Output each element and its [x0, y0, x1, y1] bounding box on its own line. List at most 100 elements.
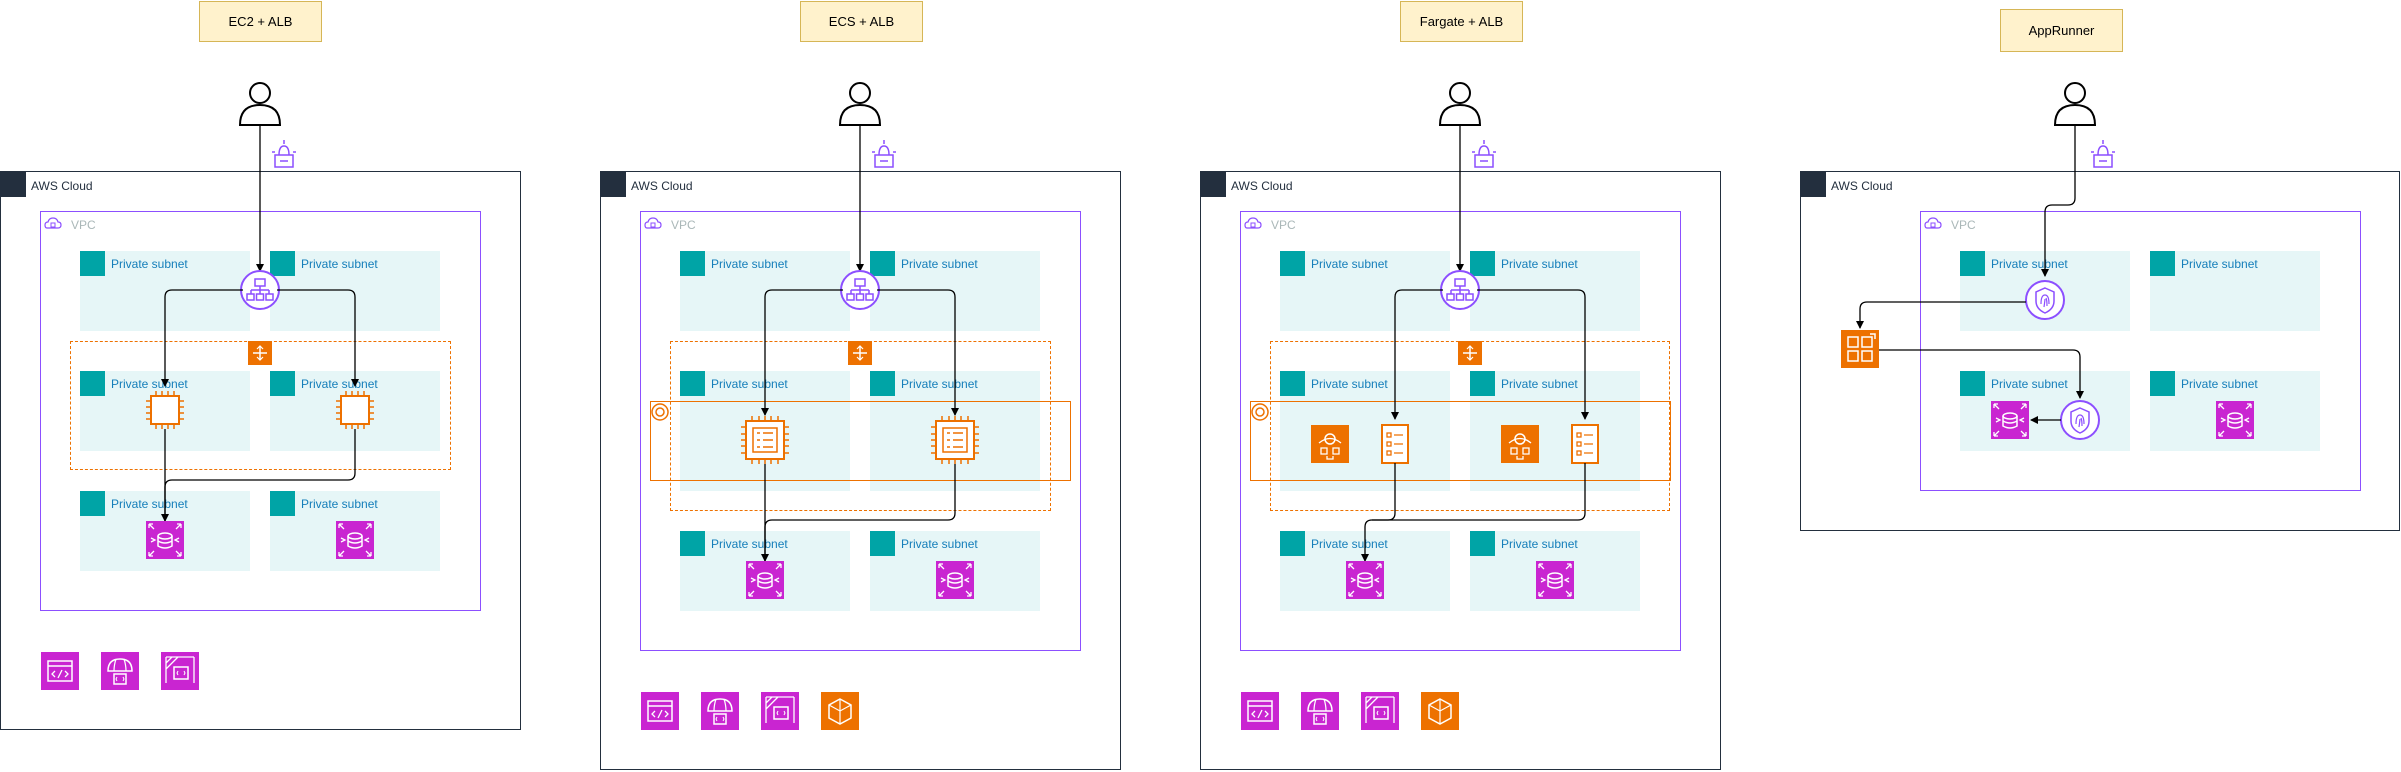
lock-icon [80, 251, 105, 276]
cloudfront-icon [700, 691, 740, 731]
lock-icon [270, 371, 295, 396]
user-icon [239, 82, 281, 126]
api-gateway-icon [40, 651, 80, 691]
vpc-endpoint-icon [2025, 280, 2065, 320]
auto-scaling-icon [1457, 340, 1483, 366]
ecr-icon [1420, 691, 1460, 731]
subnet-label: Private subnet [301, 497, 378, 511]
ecs-instance-icon [930, 415, 980, 465]
aws-cloud-icon [1201, 172, 1226, 197]
ecs-cluster-icon [1251, 403, 1269, 421]
cloud-label: AWS Cloud [1231, 179, 1293, 193]
lock-icon [680, 251, 705, 276]
auto-scaling-icon [847, 340, 873, 366]
lock-icon [1470, 531, 1495, 556]
cloud-label: AWS Cloud [631, 179, 693, 193]
subnet-label: Private subnet [901, 257, 978, 271]
load-balancer-icon [240, 270, 280, 310]
load-balancer-icon [1440, 270, 1480, 310]
ec2-instance-icon [145, 390, 185, 430]
rds-icon [935, 560, 975, 600]
subnet-label: Private subnet [1311, 537, 1388, 551]
fargate-icon [1310, 424, 1350, 464]
lock-icon [1280, 531, 1305, 556]
lock-icon [1470, 371, 1495, 396]
cloud-label: AWS Cloud [1831, 179, 1893, 193]
rds-icon [1535, 560, 1575, 600]
vpc-label: VPC [671, 218, 696, 232]
user-icon [2054, 82, 2096, 126]
api-gateway-icon [1240, 691, 1280, 731]
vpc-label: VPC [71, 218, 96, 232]
rds-icon [1990, 400, 2030, 440]
lock-icon [2150, 371, 2175, 396]
subnet-label: Private subnet [1311, 257, 1388, 271]
aws-cloud-icon [1, 172, 26, 197]
internet-gateway-icon [271, 139, 297, 168]
task-icon [1381, 424, 1409, 464]
rds-icon [1345, 560, 1385, 600]
api-gateway-icon [640, 691, 680, 731]
lock-icon [870, 531, 895, 556]
cloud-label: AWS Cloud [31, 179, 93, 193]
subnet-label: Private subnet [1501, 257, 1578, 271]
lock-icon [80, 371, 105, 396]
rds-icon [2215, 400, 2255, 440]
private-subnet: Private subnet [1470, 371, 1640, 491]
user-icon [1439, 82, 1481, 126]
subnet-label: Private subnet [111, 257, 188, 271]
private-subnet: Private subnet [1280, 251, 1450, 331]
rds-icon [335, 520, 375, 560]
internet-gateway-icon [1471, 139, 1497, 168]
ecs-cluster-icon [651, 403, 669, 421]
auto-scaling-icon [247, 340, 273, 366]
subnet-label: Private subnet [1501, 537, 1578, 551]
fargate-icon [1500, 424, 1540, 464]
panel-title: Fargate + ALB [1400, 1, 1523, 42]
panel-title: ECS + ALB [800, 1, 923, 42]
private-subnet: Private subnet [1470, 251, 1640, 331]
vpc-label: VPC [1271, 218, 1296, 232]
lock-icon [1470, 251, 1495, 276]
vpc-icon [1244, 217, 1262, 229]
internet-gateway-icon [871, 139, 897, 168]
codepipeline-icon [1360, 691, 1400, 731]
subnet-label: Private subnet [711, 377, 788, 391]
subnet-label: Private subnet [901, 537, 978, 551]
user-icon [839, 82, 881, 126]
lock-icon [270, 251, 295, 276]
task-icon [1571, 424, 1599, 464]
private-subnet: Private subnet [1280, 371, 1450, 491]
vpc-group: VPC [1920, 211, 2361, 491]
vpc-icon [44, 217, 62, 229]
aws-cloud-icon [1801, 172, 1826, 197]
subnet-label: Private subnet [1311, 377, 1388, 391]
subnet-label: Private subnet [2181, 257, 2258, 271]
subnet-label: Private subnet [1991, 257, 2068, 271]
vpc-icon [1924, 217, 1942, 229]
lock-icon [1280, 251, 1305, 276]
lock-icon [2150, 251, 2175, 276]
codepipeline-icon [160, 651, 200, 691]
panel-title: AppRunner [2000, 9, 2123, 52]
ecs-cluster-group [1250, 401, 1671, 481]
subnet-label: Private subnet [2181, 377, 2258, 391]
lock-icon [80, 491, 105, 516]
lock-icon [1280, 371, 1305, 396]
lock-icon [870, 251, 895, 276]
cloudfront-icon [100, 651, 140, 691]
aws-cloud-icon [601, 172, 626, 197]
subnet-label: Private subnet [711, 257, 788, 271]
lock-icon [1960, 371, 1985, 396]
subnet-label: Private subnet [1991, 377, 2068, 391]
lock-icon [680, 531, 705, 556]
aws-cloud-group: AWS Cloud [1800, 171, 2400, 531]
ec2-instance-icon [335, 390, 375, 430]
lock-icon [1960, 251, 1985, 276]
ecs-instance-icon [740, 415, 790, 465]
vpc-endpoint-icon [2060, 400, 2100, 440]
subnet-label: Private subnet [901, 377, 978, 391]
private-subnet: Private subnet [1960, 371, 2130, 451]
lock-icon [270, 491, 295, 516]
